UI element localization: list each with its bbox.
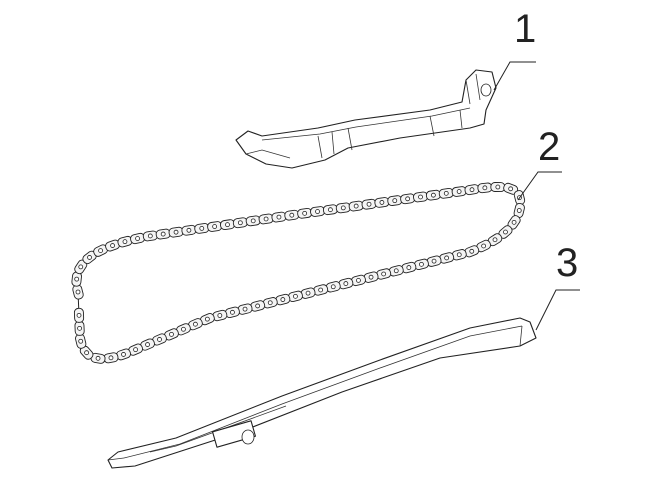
chain-pin [276, 214, 282, 220]
chain-pin [121, 352, 126, 357]
chain-pin [169, 331, 174, 337]
leader-line-2 [517, 171, 562, 201]
part-3-chain-tensioner-rail [107, 317, 537, 469]
leader-line-1 [493, 61, 536, 91]
chain-pin [181, 326, 186, 332]
leader-line-3 [535, 289, 580, 331]
chain-pin [482, 185, 488, 191]
chain-pin [293, 293, 298, 299]
chain-pin [405, 196, 411, 202]
chain-pin [193, 321, 198, 327]
chain-pin [255, 303, 261, 309]
chain-pin [147, 233, 153, 239]
callout-number-1: 1 [514, 7, 536, 51]
chain-pin [225, 222, 230, 228]
chain-pin [503, 229, 508, 235]
chain-pin [366, 201, 372, 207]
chain-pin [267, 300, 273, 306]
chain-pin [263, 216, 269, 222]
chain-pin [495, 184, 501, 190]
chain-pin [508, 186, 514, 192]
chain-pin [481, 243, 487, 249]
chain-pin [78, 264, 84, 270]
chain-pin [95, 355, 101, 361]
chain-pin [87, 255, 92, 260]
chain-pin [237, 220, 243, 226]
chain-pin [343, 281, 349, 286]
chain-pin [78, 338, 84, 344]
chain-pin [302, 210, 308, 216]
chain-pin [492, 237, 498, 243]
chain-pin [108, 355, 114, 361]
chain-pin [443, 190, 449, 196]
callout-number-2: 2 [538, 125, 560, 169]
chain-pin [406, 265, 412, 270]
chain-pin [289, 212, 295, 218]
chain-pin [356, 277, 361, 283]
chain-pin [186, 227, 192, 233]
chain-pin [230, 309, 235, 315]
chain-pin [133, 347, 138, 353]
chain-pin [98, 248, 103, 253]
chain-pin [368, 274, 374, 280]
chain-pin [340, 205, 346, 211]
chain-pin [242, 306, 248, 312]
chain-pin [110, 243, 115, 248]
chain-pin [430, 192, 436, 198]
chain-pin [330, 284, 336, 290]
chain-pin [456, 252, 462, 258]
chain-pin [122, 239, 128, 245]
part-1-chain-guide [235, 69, 497, 169]
chain-pin [516, 208, 522, 213]
chain-pin [431, 258, 437, 264]
chain-pin [305, 290, 311, 296]
chain-pin [381, 271, 387, 277]
chain-pin [511, 219, 517, 225]
chain-pin [145, 342, 150, 347]
chain-pin [353, 203, 359, 209]
chain-pin [84, 350, 89, 356]
chain-pin [157, 337, 162, 342]
chain-pin [76, 312, 82, 318]
chain-pin [217, 313, 223, 318]
chain-pin [280, 297, 286, 302]
chain-pin [469, 187, 475, 193]
chain-pin [160, 231, 166, 237]
callout-2: 2 [517, 125, 562, 201]
chain-pin [250, 218, 256, 224]
callout-1: 1 [493, 7, 536, 91]
chain-pin [204, 316, 210, 322]
chain-pin [444, 255, 450, 261]
chain-pin [469, 248, 475, 254]
chain-pin [418, 194, 423, 200]
chain-pin [392, 198, 398, 204]
chain-pin [419, 261, 424, 267]
chain-pin [379, 200, 385, 205]
chain-pin [77, 325, 82, 331]
chain-pin [135, 236, 140, 241]
callout-number-3: 3 [556, 241, 578, 285]
chain-pin [328, 207, 333, 213]
chain-pin [456, 189, 462, 194]
callout-3: 3 [535, 241, 580, 331]
chain-pin [315, 209, 320, 214]
chain-pin [74, 276, 80, 282]
chain-pin [199, 226, 205, 231]
chain-pin [318, 287, 324, 293]
part-2-timing-chain [71, 182, 526, 364]
chain-pin [75, 289, 81, 295]
chain-pin [393, 268, 399, 274]
chain-pin [212, 224, 218, 229]
chain-pin [173, 229, 179, 235]
